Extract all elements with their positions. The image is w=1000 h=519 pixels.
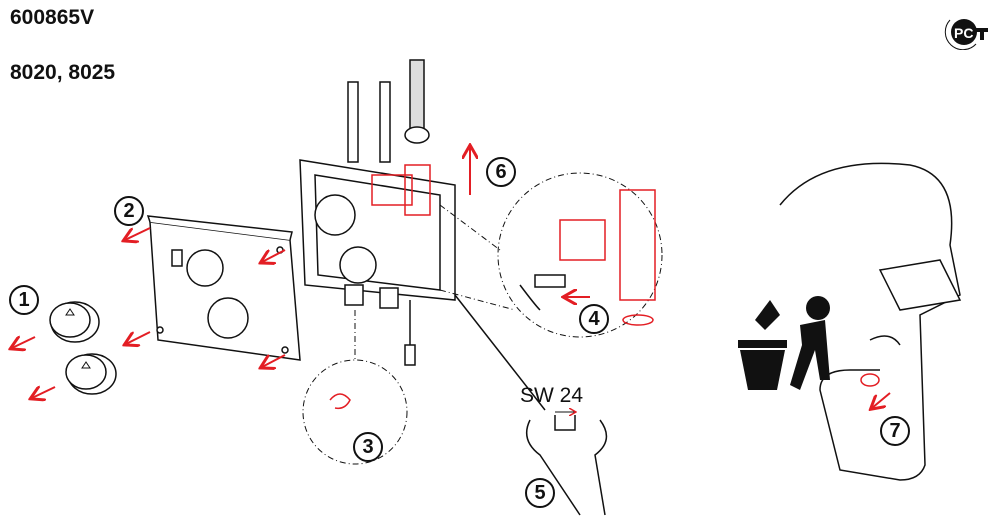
aerator <box>860 373 880 387</box>
step-7-badge: 7 <box>880 416 910 446</box>
detail-circle-screw <box>302 359 408 465</box>
svg-text:PC: PC <box>954 25 973 41</box>
detail-circle-valve <box>497 172 663 338</box>
wrench-size-label: SW 24 <box>520 384 584 407</box>
removal-arrows <box>12 147 891 408</box>
step-1-badge: 1 <box>9 285 39 315</box>
wrench <box>454 294 608 516</box>
step-6-badge: 6 <box>486 157 516 187</box>
faucet <box>779 162 962 481</box>
cover-plate <box>146 215 301 361</box>
model-number: 600865V <box>10 6 95 29</box>
knob-upper <box>49 301 100 343</box>
step-4-badge: 4 <box>579 304 609 334</box>
dispose-icon <box>738 296 830 390</box>
certification-logo: PC <box>944 19 988 50</box>
solenoid-valve-highlight <box>371 164 431 216</box>
step-2-badge: 2 <box>114 196 144 226</box>
knob-lower <box>65 353 117 395</box>
valve-detail <box>519 189 656 326</box>
step-3-badge: 3 <box>353 432 383 462</box>
model-variants: 8020, 8025 <box>10 61 116 84</box>
step-5-badge: 5 <box>525 478 555 508</box>
valve-box <box>299 59 456 366</box>
